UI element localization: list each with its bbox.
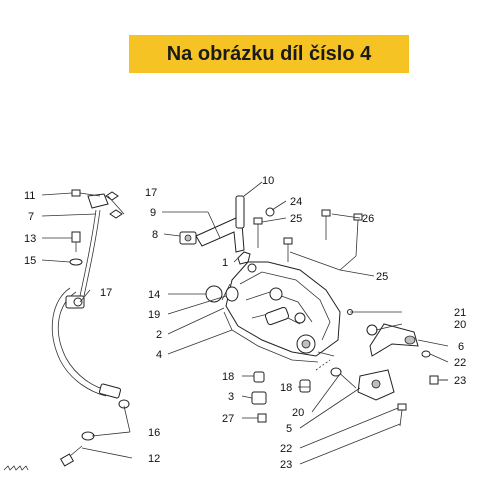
plug-part-27 [257,413,267,423]
cover-part-4 [225,261,341,357]
label-18-right: 18 [280,382,292,394]
label-24: 24 [290,196,302,208]
label-8: 8 [152,229,158,241]
label-11: 11 [24,190,35,202]
label-23-right: 23 [454,375,466,387]
label-10: 10 [262,175,274,187]
bolt-part-26b [353,213,363,257]
label-6: 6 [458,341,464,353]
banner-text: Na obrázku díl číslo 4 [166,42,372,65]
label-13: 13 [24,233,36,245]
label-25-top: 25 [290,213,302,225]
label-19: 19 [148,309,160,321]
label-21: 21 [454,307,466,319]
washer-part-22a [421,350,431,358]
label-14: 14 [148,289,160,301]
label-7: 7 [28,211,34,223]
spring-part [3,465,29,471]
bracket-part-9 [195,195,245,253]
label-22-bottom: 22 [280,443,292,455]
hose-assembly [51,193,122,399]
title-banner: Na obrázku díl číslo 4 [129,35,409,73]
label-22-right: 22 [454,357,466,369]
label-20-bottom: 20 [292,407,304,419]
label-17-left: 17 [100,287,112,299]
seal-part-20 [366,324,378,336]
bolt-part-26a [321,209,331,240]
leader-lines [41,181,449,465]
label-16: 16 [148,427,160,439]
sleeve-part-18b [299,379,311,393]
bolt-part-12 [59,445,83,467]
label-12: 12 [148,453,160,465]
label-23-bottom: 23 [280,459,292,471]
washer-part-16b [118,399,130,409]
callout-labels: 11 7 13 15 17 17 9 8 10 24 25 26 25 1 14… [24,175,466,471]
bolt-part-25a [253,217,263,248]
label-18-left: 18 [222,371,234,383]
label-25-right: 25 [376,271,388,283]
sensor-part-3 [251,391,267,405]
lever-part-6 [357,323,419,401]
sensor-part-8 [179,231,197,245]
label-1: 1 [222,257,228,269]
bolt-part-23b [397,403,407,427]
bolt-part-11 [71,189,101,197]
sleeve-part-18a [253,371,265,383]
shaft-part-5 [330,367,357,389]
label-3: 3 [228,391,234,403]
washer-part-15 [69,258,83,266]
label-5: 5 [286,423,292,435]
label-20-right: 20 [454,319,466,331]
label-26: 26 [362,213,374,225]
label-17-top: 17 [145,187,157,199]
seal-part-19 [225,286,239,302]
label-15: 15 [24,255,36,267]
clip-part-1 [237,251,251,265]
bolt-part-25b [283,237,293,262]
bolt-part-13 [71,231,81,252]
label-9: 9 [150,207,156,219]
label-27: 27 [222,413,234,425]
label-2: 2 [156,329,162,341]
label-4: 4 [156,349,162,361]
